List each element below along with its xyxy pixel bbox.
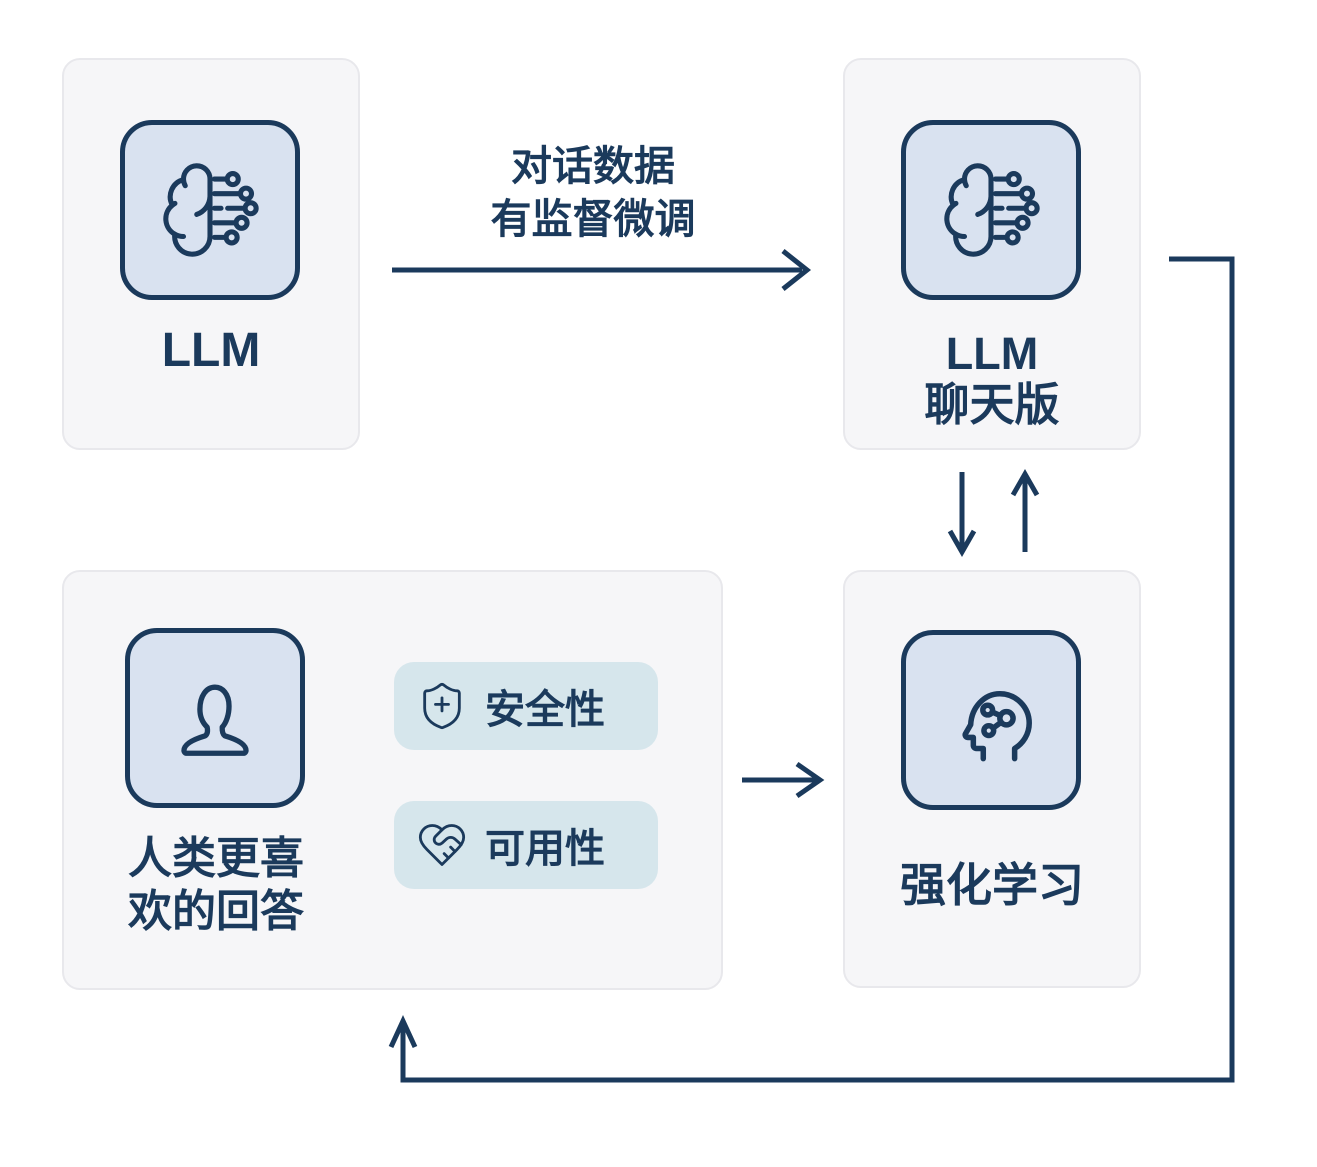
llm-icon-tile — [120, 120, 300, 300]
person-icon — [181, 684, 249, 756]
safety-pill-label: 安全性 — [485, 688, 605, 732]
card-reinforcement-learning: 强化学习 — [843, 570, 1141, 988]
human-preference-label: 人类更喜 欢的回答 — [116, 832, 316, 938]
card-llm-chat: LLM 聊天版 — [843, 58, 1141, 450]
llm-chat-label-line2: 聊天版 — [924, 379, 1060, 430]
llm-chat-label-line1: LLM — [945, 328, 1039, 379]
card-llm: LLM — [62, 58, 360, 450]
rl-card-label: 强化学习 — [900, 859, 1084, 911]
preference-to-rl-arrow — [742, 761, 825, 799]
sft-arrow — [392, 249, 812, 291]
sft-arrow-label: 对话数据 有监督微调 — [383, 140, 803, 246]
shield-plus-icon — [423, 682, 461, 730]
head-share-icon — [962, 690, 1032, 762]
llm-card-label: LLM — [161, 324, 261, 377]
human-icon-tile — [125, 628, 305, 808]
human-preference-label-line2: 欢的回答 — [128, 887, 304, 936]
down-arrow — [947, 472, 977, 558]
rl-icon-tile — [901, 630, 1081, 810]
sft-arrow-label-line2: 有监督微调 — [490, 196, 696, 242]
sft-arrow-label-line1: 对话数据 — [511, 143, 675, 189]
usability-pill-label: 可用性 — [485, 827, 605, 871]
up-arrow — [1010, 468, 1040, 552]
brain-circuit-icon — [163, 163, 259, 257]
heart-handshake-icon — [418, 824, 466, 866]
card-human-preference: 人类更喜 欢的回答 安全性 可用性 — [62, 570, 723, 990]
llm-chat-icon-tile — [901, 120, 1081, 300]
human-preference-label-line1: 人类更喜 — [128, 834, 304, 883]
safety-pill: 安全性 — [394, 662, 658, 750]
usability-pill: 可用性 — [394, 801, 658, 889]
brain-circuit-icon — [944, 163, 1040, 257]
llm-chat-card-label: LLM 聊天版 — [845, 328, 1139, 430]
